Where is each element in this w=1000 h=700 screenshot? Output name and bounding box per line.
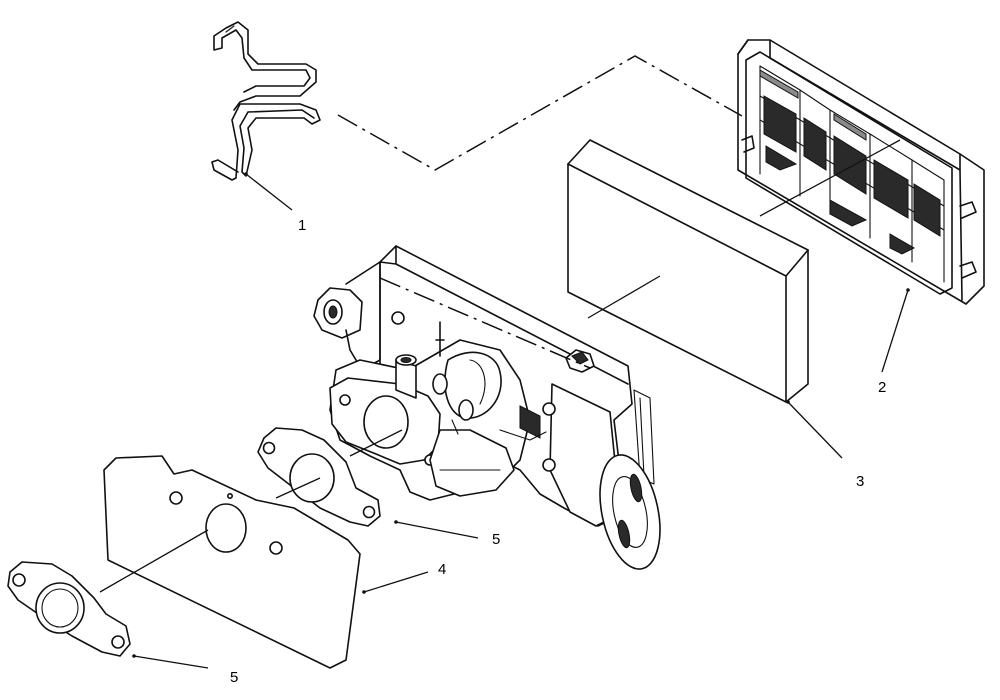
- callout-3: 3: [856, 473, 864, 490]
- part-retaining-clip: [211, 21, 321, 181]
- part-gasket-upper: [257, 427, 381, 527]
- callout-4: 4: [438, 561, 446, 578]
- callout-5-upper-gasket: 5: [492, 531, 500, 548]
- part-foam-element: [567, 139, 809, 403]
- part-heat-shield: [103, 455, 361, 669]
- part-gasket-lower: [7, 561, 131, 657]
- assembly-centerlines: [99, 55, 901, 593]
- part-carburetor-assembly: [313, 245, 661, 570]
- callout-5-lower-gasket: 5: [230, 669, 238, 686]
- part-air-cleaner-cover: [737, 39, 985, 305]
- callout-1: 1: [298, 217, 306, 234]
- callout-leaders: [132, 172, 910, 669]
- callout-2: 2: [878, 379, 886, 396]
